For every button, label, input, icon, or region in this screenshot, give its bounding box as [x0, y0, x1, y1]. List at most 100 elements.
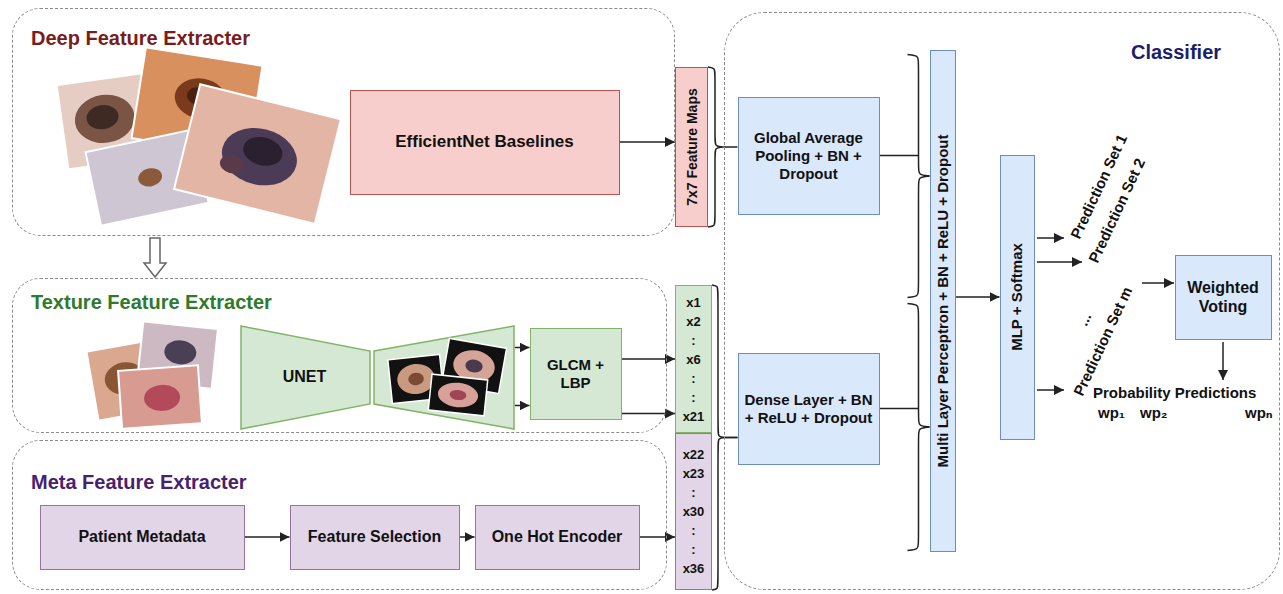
- connector-path: [515, 347, 530, 349]
- connector-path: [515, 405, 530, 407]
- connector-path: [908, 176, 930, 298]
- connector-path: [880, 155, 919, 157]
- line-shape: [1037, 389, 1064, 391]
- connector-path: [245, 536, 290, 538]
- connector: [460, 537, 475, 538]
- line-shape: [1037, 237, 1064, 239]
- connector: [956, 297, 1000, 298]
- box-label: Global Average Pooling + BN + Dropout: [743, 129, 875, 183]
- connector: [144, 238, 166, 277]
- connector-path: [620, 141, 676, 143]
- lesion-region: [436, 380, 479, 409]
- unet-shape: UNET: [240, 325, 515, 430]
- unet-encoder: [241, 326, 370, 429]
- connector-path: [724, 437, 738, 439]
- box-label: Patient Metadata: [78, 527, 205, 546]
- region-title: Texture Feature Extracter: [31, 291, 272, 314]
- lesion-core: [464, 358, 483, 374]
- vertical-box: 7x7 Feature Maps: [675, 67, 708, 227]
- output-label: wpₙ: [1245, 404, 1273, 422]
- ellipse-shape: [85, 103, 120, 131]
- box-label: Multi Layer Perceptron + BN + ReLU + Dro…: [934, 54, 952, 548]
- ellipse-shape: [137, 166, 164, 189]
- ellipse-shape: [143, 384, 181, 412]
- connector-path: [622, 413, 676, 415]
- dashed-region: Global Average Pooling + BN + DropoutDen…: [724, 12, 1280, 590]
- g-shape: [174, 84, 341, 224]
- connector-path: [640, 536, 676, 538]
- box-label: Weighted Voting: [1180, 278, 1267, 316]
- block-arrow: [144, 238, 166, 277]
- vertical-box: Multi Layer Perceptron + BN + ReLU + Dro…: [930, 50, 956, 552]
- connector-path: [712, 285, 724, 438]
- dashed-region: EfficientNet Baselines Deep Feature Extra…: [12, 8, 675, 236]
- feature-vector: x1 x2 : x6 : : x21: [675, 285, 712, 433]
- line-shape: [1037, 261, 1082, 263]
- connector-path: [724, 437, 738, 439]
- connector: [640, 537, 676, 538]
- ellipse-shape: [163, 339, 197, 366]
- connector: [515, 348, 530, 406]
- line-shape: [1222, 342, 1224, 380]
- connector-path: [908, 427, 930, 551]
- region-title: Classifier: [1131, 41, 1221, 64]
- feature-vector: x22 x23 : x30 : : x36: [675, 433, 712, 590]
- box-label: GLCM + LBP: [535, 356, 617, 392]
- texture-input-images: [86, 321, 217, 428]
- box-label: Feature Selection: [308, 527, 441, 546]
- connector-path: [908, 55, 930, 177]
- vertical-box: MLP + Softmax: [1000, 155, 1035, 440]
- region-title: Deep Feature Extracter: [31, 27, 250, 50]
- box-label: One Hot Encoder: [492, 527, 623, 546]
- connector-path: [708, 147, 722, 227]
- box-label: MLP + Softmax: [1008, 159, 1026, 436]
- process-box: EfficientNet Baselines: [350, 90, 620, 195]
- box-label: x1 x2 : x6 : : x21: [680, 293, 707, 426]
- ellipse-shape: [240, 133, 286, 170]
- box-label: Dense Layer + BN + ReLU + Dropout: [743, 391, 875, 427]
- process-box: Global Average Pooling + BN + Dropout: [738, 97, 880, 215]
- output-label: wp₁: [1098, 404, 1125, 421]
- segmented-image: [428, 374, 487, 416]
- process-box: Weighted Voting: [1175, 255, 1272, 340]
- g-shape: [118, 365, 202, 428]
- output-label: Probability Predictions: [1093, 384, 1256, 401]
- line-shape: [1142, 282, 1174, 284]
- connector-path: [708, 67, 722, 147]
- connector-path: [712, 438, 724, 591]
- prediction-set-label: Prediction Set m: [1071, 284, 1136, 398]
- process-box: GLCM + LBP: [530, 328, 622, 420]
- dermoscopy-images: [57, 47, 341, 225]
- process-box: Feature Selection: [290, 505, 460, 570]
- connector-path: [460, 536, 475, 538]
- unet-outline: [240, 325, 515, 430]
- lesion-core: [449, 389, 467, 401]
- region-title: Meta Feature Extracter: [31, 471, 247, 494]
- process-box: Patient Metadata: [40, 505, 245, 570]
- rect-shape: [174, 84, 341, 224]
- prediction-set-label: ...: [1075, 310, 1095, 328]
- connector: [880, 304, 930, 551]
- dashed-region: Patient Metadata Feature Selection One Hot…: [12, 440, 667, 590]
- ellipse-shape: [216, 120, 303, 193]
- connector: [708, 67, 738, 227]
- process-box: One Hot Encoder: [475, 505, 640, 570]
- mask-background: [428, 374, 487, 416]
- process-box: Dense Layer + BN + ReLU + Dropout: [738, 353, 880, 465]
- connector: [880, 55, 930, 298]
- output-label: wp₂: [1140, 404, 1168, 421]
- box-label: x22 x23 : x30 : : x36: [680, 445, 707, 578]
- box-label: 7x7 Feature Maps: [683, 71, 700, 223]
- ellipse-shape: [218, 153, 246, 176]
- unet-decoder: [374, 326, 514, 429]
- dashed-region: UNET GLCM + LBP Texture Feature Extracter: [12, 278, 667, 433]
- box-label: EfficientNet Baselines: [395, 132, 574, 152]
- ellipse-shape: [72, 91, 138, 147]
- connector-path: [880, 408, 919, 410]
- box-label: UNET: [240, 368, 370, 386]
- connector-path: [956, 296, 1000, 298]
- lesion-core: [407, 372, 424, 386]
- connector: [620, 142, 676, 143]
- rect-shape: [118, 365, 202, 428]
- connector: [245, 537, 290, 538]
